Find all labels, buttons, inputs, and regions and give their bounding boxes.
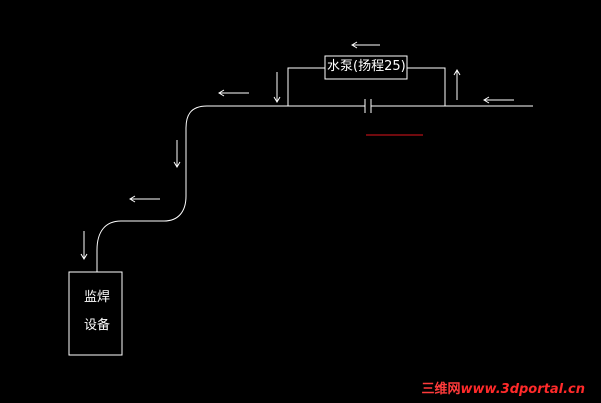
flow-arrow-top-left: [351, 41, 380, 49]
equipment-label-line2: 设备: [84, 318, 111, 333]
flow-arrow-down-bypass: [273, 72, 281, 103]
flow-arrow-right-main: [483, 96, 514, 104]
flow-arrow-down-equipment: [80, 231, 88, 260]
welding-equipment-box: [68, 271, 123, 356]
flow-arrow-upper-left: [218, 89, 249, 97]
watermark-url: www.3dportal.cn: [460, 382, 585, 397]
watermark: 三维网www.3dportal.cn: [422, 383, 586, 396]
pump-bypass-loop: [287, 67, 325, 106]
pump-bypass-loop-right: [407, 67, 446, 106]
pump-box: [324, 55, 408, 80]
flow-arrow-middle-left: [129, 195, 160, 203]
flow-arrow-up-bypass: [453, 69, 461, 100]
equipment-label-line1: 监焊: [84, 290, 111, 305]
pump-label: 水泵(扬程25): [327, 59, 406, 74]
flow-arrow-down-curve: [173, 140, 181, 168]
s-curve-pipe: [96, 105, 208, 272]
watermark-chinese: 三维网: [421, 382, 461, 397]
